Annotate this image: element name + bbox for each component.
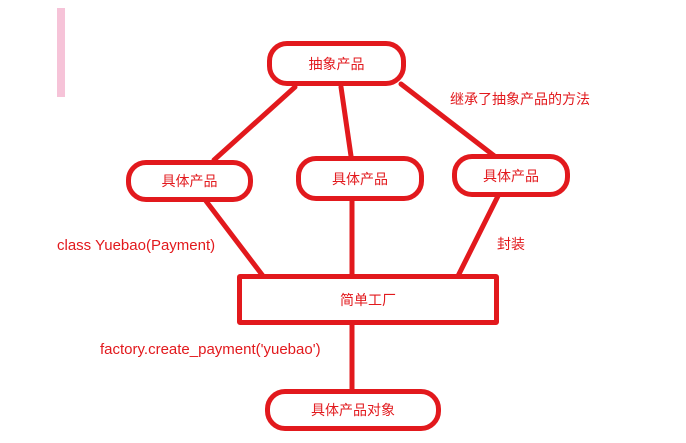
annotation-inheritance: 继承了抽象产品的方法 [450, 91, 590, 107]
node-concrete-product-right-label: 具体产品 [483, 167, 539, 184]
node-concrete-product-left-label: 具体产品 [161, 173, 218, 189]
node-concrete-product-middle: 具体产品 [296, 156, 424, 201]
edge-abstract-to-left [211, 84, 298, 163]
node-simple-factory: 简单工厂 [237, 274, 499, 325]
node-concrete-product-object-label: 具体产品对象 [311, 402, 395, 418]
annotation-class-definition: class Yuebao(Payment) [57, 237, 216, 254]
node-concrete-product-middle-label: 具体产品 [332, 170, 388, 187]
edge-abstract-to-middle [338, 84, 354, 159]
node-abstract-product-label: 抽象产品 [308, 55, 365, 72]
edge-right-to-factory [455, 193, 501, 279]
node-concrete-product-left: 具体产品 [126, 160, 253, 202]
annotation-encapsulation: 封装 [497, 236, 525, 252]
node-abstract-product: 抽象产品 [267, 41, 406, 86]
node-concrete-product-right: 具体产品 [452, 154, 570, 197]
annotation-factory-call: factory.create_payment('yuebao') [100, 341, 321, 358]
pink-margin-bar [57, 8, 65, 97]
node-simple-factory-label: 简单工厂 [340, 291, 396, 308]
node-concrete-product-object: 具体产品对象 [265, 389, 441, 431]
